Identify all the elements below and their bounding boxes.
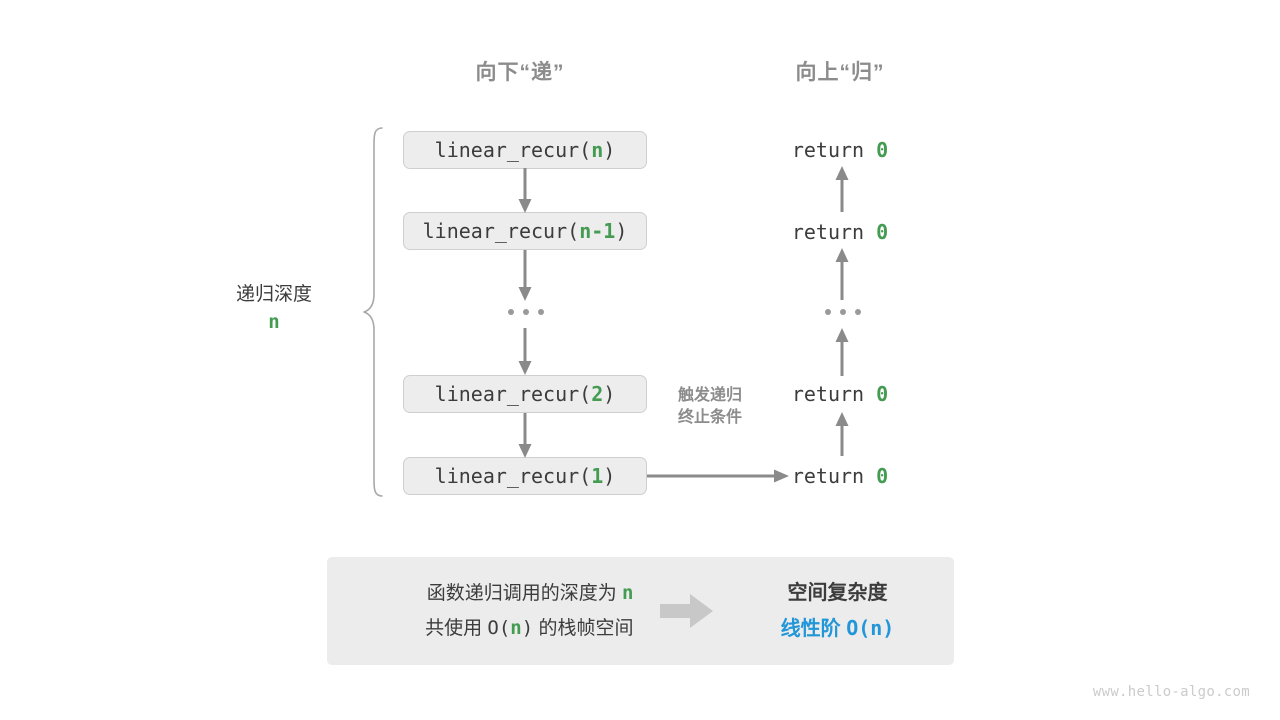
down-arrow-2-icon: [514, 328, 536, 376]
return-value-3: 0: [876, 382, 889, 406]
termination-trigger-line1: 触发递归: [677, 387, 742, 404]
return-keyword-4: return: [791, 464, 865, 488]
column-header-up: 向上“归”: [795, 61, 885, 84]
up-arrow-3-icon: [831, 412, 853, 456]
return-ellipsis: [825, 309, 861, 315]
recursion-depth-label: 递归深度: [235, 284, 312, 305]
call-box-1-text: linear_recur(n-1): [422, 219, 628, 243]
summary-left-line-1-text: 函数递归调用的深度为: [426, 582, 617, 604]
summary-left-text: 函数递归调用的深度为 n 共使用 O(n) 的栈帧空间: [344, 576, 634, 646]
column-header-down: 向下“递”: [475, 61, 565, 84]
up-arrow-2-icon: [831, 328, 853, 376]
down-arrow-1-icon: [514, 250, 536, 302]
depth-brace-icon: [352, 124, 386, 500]
summary-left-line-2-b: 的栈帧空间: [538, 618, 634, 639]
summary-complexity-bigo: O(n): [846, 615, 895, 640]
call-box-1: linear_recur(n-1): [403, 212, 647, 250]
return-value-0: 0: [876, 138, 889, 162]
summary-right-value: 线性阶 O(n): [738, 611, 938, 647]
return-keyword-0: return: [791, 138, 865, 162]
return-label-0: return 0: [745, 138, 935, 162]
call-stack-ellipsis: [508, 309, 544, 315]
base-case-arrow-icon: [647, 466, 791, 486]
recursion-depth-value: n: [268, 310, 280, 333]
termination-trigger-note: 触发递归 终止条件: [645, 385, 775, 428]
return-label-1: return 0: [745, 220, 935, 244]
summary-left-line-1-var: n: [622, 581, 634, 604]
summary-right-text: 空间复杂度 线性阶 O(n): [738, 576, 938, 647]
call-box-3: linear_recur(2): [403, 375, 647, 413]
summary-complexity-name: 线性阶: [780, 617, 841, 640]
summary-left-line-2-o: O(: [487, 617, 511, 639]
call-box-4-text: linear_recur(1): [434, 464, 616, 488]
summary-left-line-2: 共使用 O(n) 的栈帧空间: [344, 611, 634, 646]
return-label-4: return 0: [745, 464, 935, 488]
termination-trigger-line2: 终止条件: [677, 408, 742, 426]
summary-right-title: 空间复杂度: [787, 581, 888, 604]
down-arrow-3-icon: [514, 413, 536, 459]
return-keyword-3: return: [791, 382, 865, 406]
up-arrow-0-icon: [831, 166, 853, 212]
down-arrow-0-icon: [514, 168, 536, 214]
call-box-0: linear_recur(n): [403, 131, 647, 169]
summary-left-line-2-var: n: [510, 617, 522, 639]
block-right-arrow-icon: [659, 593, 714, 629]
return-label-3: return 0: [745, 382, 935, 406]
call-box-3-text: linear_recur(2): [434, 382, 616, 406]
summary-panel: 函数递归调用的深度为 n 共使用 O(n) 的栈帧空间 空间复杂度 线性阶 O(…: [327, 557, 954, 665]
call-box-0-text: linear_recur(n): [434, 138, 616, 162]
return-keyword-1: return: [791, 220, 865, 244]
return-value-1: 0: [876, 220, 889, 244]
recursion-depth-annotation: 递归深度 n: [194, 281, 354, 336]
return-value-4: 0: [876, 464, 889, 488]
call-box-4: linear_recur(1): [403, 457, 647, 495]
summary-left-line-2-a: 共使用: [425, 618, 483, 639]
summary-left-line-1: 函数递归调用的深度为 n: [344, 576, 634, 611]
up-arrow-1-icon: [831, 248, 853, 300]
summary-left-line-2-c: ): [521, 617, 534, 639]
watermark: www.hello-algo.com: [1092, 684, 1250, 700]
